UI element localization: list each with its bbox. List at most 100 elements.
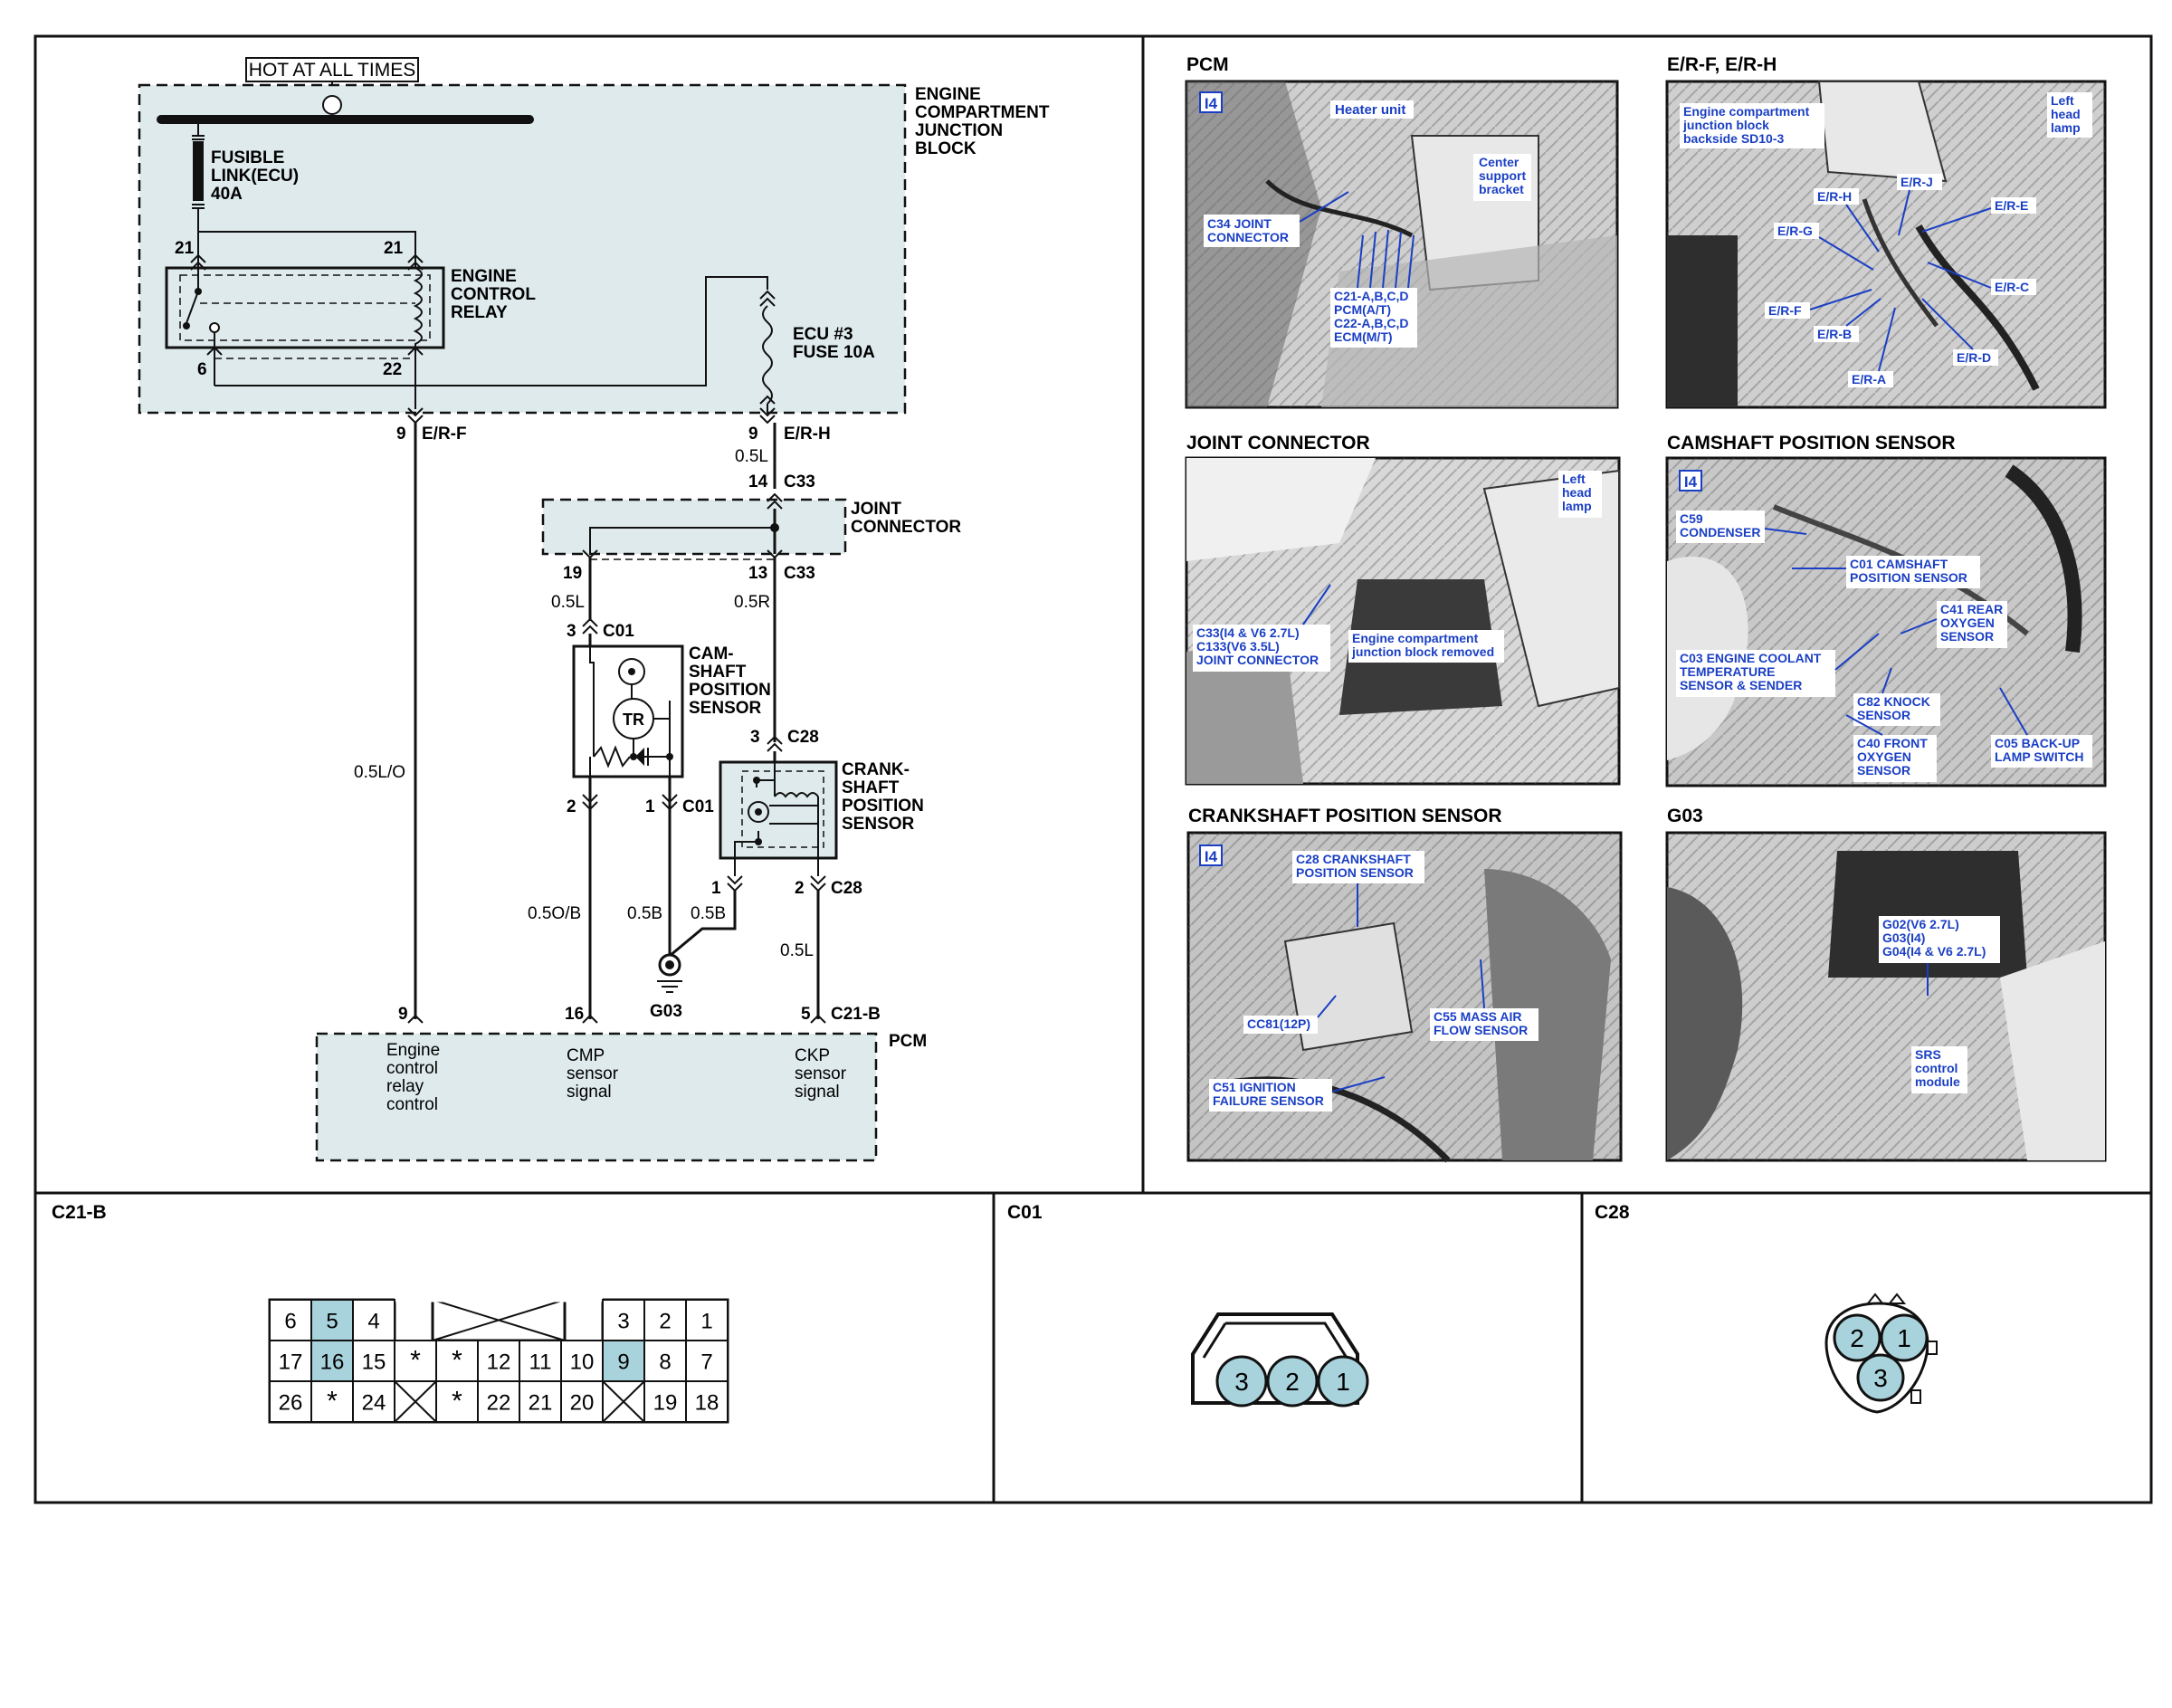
c28-pin-2 — [1833, 1313, 1881, 1362]
pcm-outline — [315, 1032, 878, 1162]
svg-text:E/R-G: E/R-G — [1777, 224, 1813, 238]
svg-text:CONNECTOR: CONNECTOR — [851, 518, 961, 537]
hot-at-all-times-box — [245, 57, 419, 82]
ecu3-fuse-label: ECU #3 FUSE 10A — [793, 325, 875, 362]
c28-top-pin: 3 — [750, 728, 760, 747]
joint-connector-label: JOINT CONNECTOR — [851, 500, 961, 537]
c28-bottom-connector: C28 — [831, 879, 862, 898]
c21b-cavity-4 — [352, 1299, 395, 1341]
c21b-pin-label: 7 — [700, 1350, 712, 1375]
svg-text:OXYGEN: OXYGEN — [1857, 749, 1911, 764]
svg-text:SENSOR & SENDER: SENSOR & SENDER — [1680, 678, 1802, 692]
svg-text:G02(V6 2.7L): G02(V6 2.7L) — [1882, 917, 1959, 931]
svg-text:POSITION SENSOR: POSITION SENSOR — [1850, 570, 1967, 585]
c28-pin-label: 3 — [1873, 1364, 1888, 1392]
svg-text:40A: 40A — [211, 185, 243, 204]
er-h-connector: E/R-H — [784, 425, 831, 444]
svg-text:FLOW SENSOR: FLOW SENSOR — [1434, 1023, 1528, 1037]
svg-text:COMPARTMENT: COMPARTMENT — [915, 103, 1050, 122]
c21b-pin-label: * — [327, 1387, 338, 1417]
c21b-cavity-8 — [643, 1340, 687, 1382]
ground-g03-label: G03 — [650, 1002, 682, 1021]
c21b-cavity-unused — [435, 1380, 479, 1423]
c01-pin-label: 1 — [1336, 1368, 1350, 1396]
svg-text:E/R-C: E/R-C — [1995, 280, 2029, 294]
svg-text:E/R-H: E/R-H — [1817, 189, 1852, 204]
c21b-pin-label: 21 — [529, 1391, 553, 1416]
svg-text:relay: relay — [386, 1077, 424, 1096]
c21b-pin-label: 9 — [617, 1350, 629, 1375]
pcm-connector-c21b: C21-B — [831, 1005, 881, 1024]
c21b-pin-label: 17 — [279, 1350, 303, 1375]
svg-text:FUSE 10A: FUSE 10A — [793, 343, 875, 362]
photo-panel-g03: G03 G02(V6 2.7L) G03(I4) G04(I4 & V6 2.7… — [1665, 806, 2107, 1162]
svg-text:Engine compartment: Engine compartment — [1352, 631, 1479, 645]
c21b-pin-label: 12 — [487, 1350, 511, 1375]
junction-block-label: ENGINE COMPARTMENT JUNCTION BLOCK — [915, 85, 1050, 158]
c01-top-pin: 3 — [567, 622, 576, 641]
wire-label-0-5l-o: 0.5L/O — [354, 763, 405, 782]
svg-text:CONTROL: CONTROL — [451, 285, 536, 304]
c21b-cavity-24 — [352, 1380, 395, 1423]
svg-text:signal: signal — [567, 1083, 612, 1102]
photo-panels: PCM I4 Heater unit Center support bracke… — [1185, 54, 2107, 1163]
c21b-cavity-22 — [477, 1380, 520, 1423]
svg-text:POSITION: POSITION — [689, 681, 771, 700]
c21b-cavity-6 — [269, 1299, 312, 1341]
svg-text:C59: C59 — [1680, 511, 1703, 526]
svg-text:SENSOR: SENSOR — [1857, 763, 1910, 778]
c21b-pin-label: * — [452, 1387, 462, 1417]
c21b-pin-label: 2 — [659, 1310, 671, 1334]
crankshaft-sensor-magnet-icon — [748, 801, 769, 823]
pcm-signal-relay-control: Engine control relay control — [386, 1041, 440, 1114]
relay-switch-contact — [186, 291, 199, 324]
svg-text:C82 KNOCK: C82 KNOCK — [1857, 694, 1930, 709]
c21b-pin-label: 10 — [570, 1350, 595, 1375]
photo-title-crankshaft: CRANKSHAFT POSITION SENSOR — [1188, 806, 1502, 826]
svg-text:lamp: lamp — [1562, 499, 1592, 513]
wire-label-ckp-in: 0.5R — [734, 593, 770, 612]
crankshaft-sensor-label: CRANK- SHAFT POSITION SENSOR — [842, 760, 924, 834]
svg-text:control: control — [386, 1059, 438, 1078]
hot-at-all-times-label: HOT AT ALL TIMES — [249, 60, 415, 81]
svg-text:TEMPERATURE: TEMPERATURE — [1680, 664, 1776, 679]
c21b-pin-label: 11 — [529, 1350, 552, 1375]
svg-text:C03 ENGINE COOLANT: C03 ENGINE COOLANT — [1680, 651, 1822, 665]
svg-text:signal: signal — [795, 1083, 840, 1102]
photo-title-er: E/R-F, E/R-H — [1667, 54, 1777, 75]
pcm-signal-ckp: CKP sensor signal — [795, 1046, 847, 1102]
ecu3-fuse-symbol — [762, 305, 773, 405]
svg-text:C40 FRONT: C40 FRONT — [1857, 736, 1928, 750]
photo-title-pcm: PCM — [1186, 54, 1229, 75]
svg-text:junction block removed: junction block removed — [1351, 644, 1494, 659]
svg-text:FAILURE SENSOR: FAILURE SENSOR — [1213, 1093, 1324, 1108]
svg-text:FUSIBLE: FUSIBLE — [211, 148, 284, 167]
er-h-pin: 9 — [748, 425, 758, 444]
photo-crankshaft-badge: I4 — [1205, 848, 1218, 865]
svg-text:C22-A,B,C,D: C22-A,B,C,D — [1334, 316, 1408, 330]
photo-panel-er-f-er-h: E/R-F, E/R-H Engine compartment junction… — [1665, 54, 2107, 409]
svg-text:support: support — [1479, 168, 1526, 183]
svg-text:G03(I4): G03(I4) — [1882, 930, 1925, 945]
svg-text:SENSOR: SENSOR — [1857, 708, 1910, 722]
svg-text:bracket: bracket — [1479, 182, 1524, 196]
c01-bottom-pin-1: 1 — [645, 797, 655, 816]
c21b-cavity-26 — [269, 1380, 312, 1423]
photo-panel-crankshaft: CRANKSHAFT POSITION SENSOR I4 C28 CRANKS… — [1186, 806, 1623, 1163]
photo-panel-pcm: PCM I4 Heater unit Center support bracke… — [1185, 54, 1619, 409]
pcm-label: PCM — [889, 1032, 927, 1051]
c01-pin-1 — [1317, 1355, 1369, 1407]
c33-top-pin: 14 — [748, 472, 768, 491]
er-f-connector: E/R-F — [422, 425, 467, 444]
svg-text:RELAY: RELAY — [451, 303, 508, 322]
svg-text:ECU #3: ECU #3 — [793, 325, 853, 344]
photo-pcm-badge: I4 — [1205, 95, 1218, 112]
er-f-pin: 9 — [396, 425, 406, 444]
photo-title-joint: JOINT CONNECTOR — [1186, 433, 1370, 453]
svg-text:JUNCTION: JUNCTION — [915, 121, 1003, 140]
svg-text:ENGINE: ENGINE — [451, 267, 517, 286]
c21b-pin-label: 3 — [617, 1310, 629, 1334]
svg-text:E/R-D: E/R-D — [1957, 350, 1991, 365]
